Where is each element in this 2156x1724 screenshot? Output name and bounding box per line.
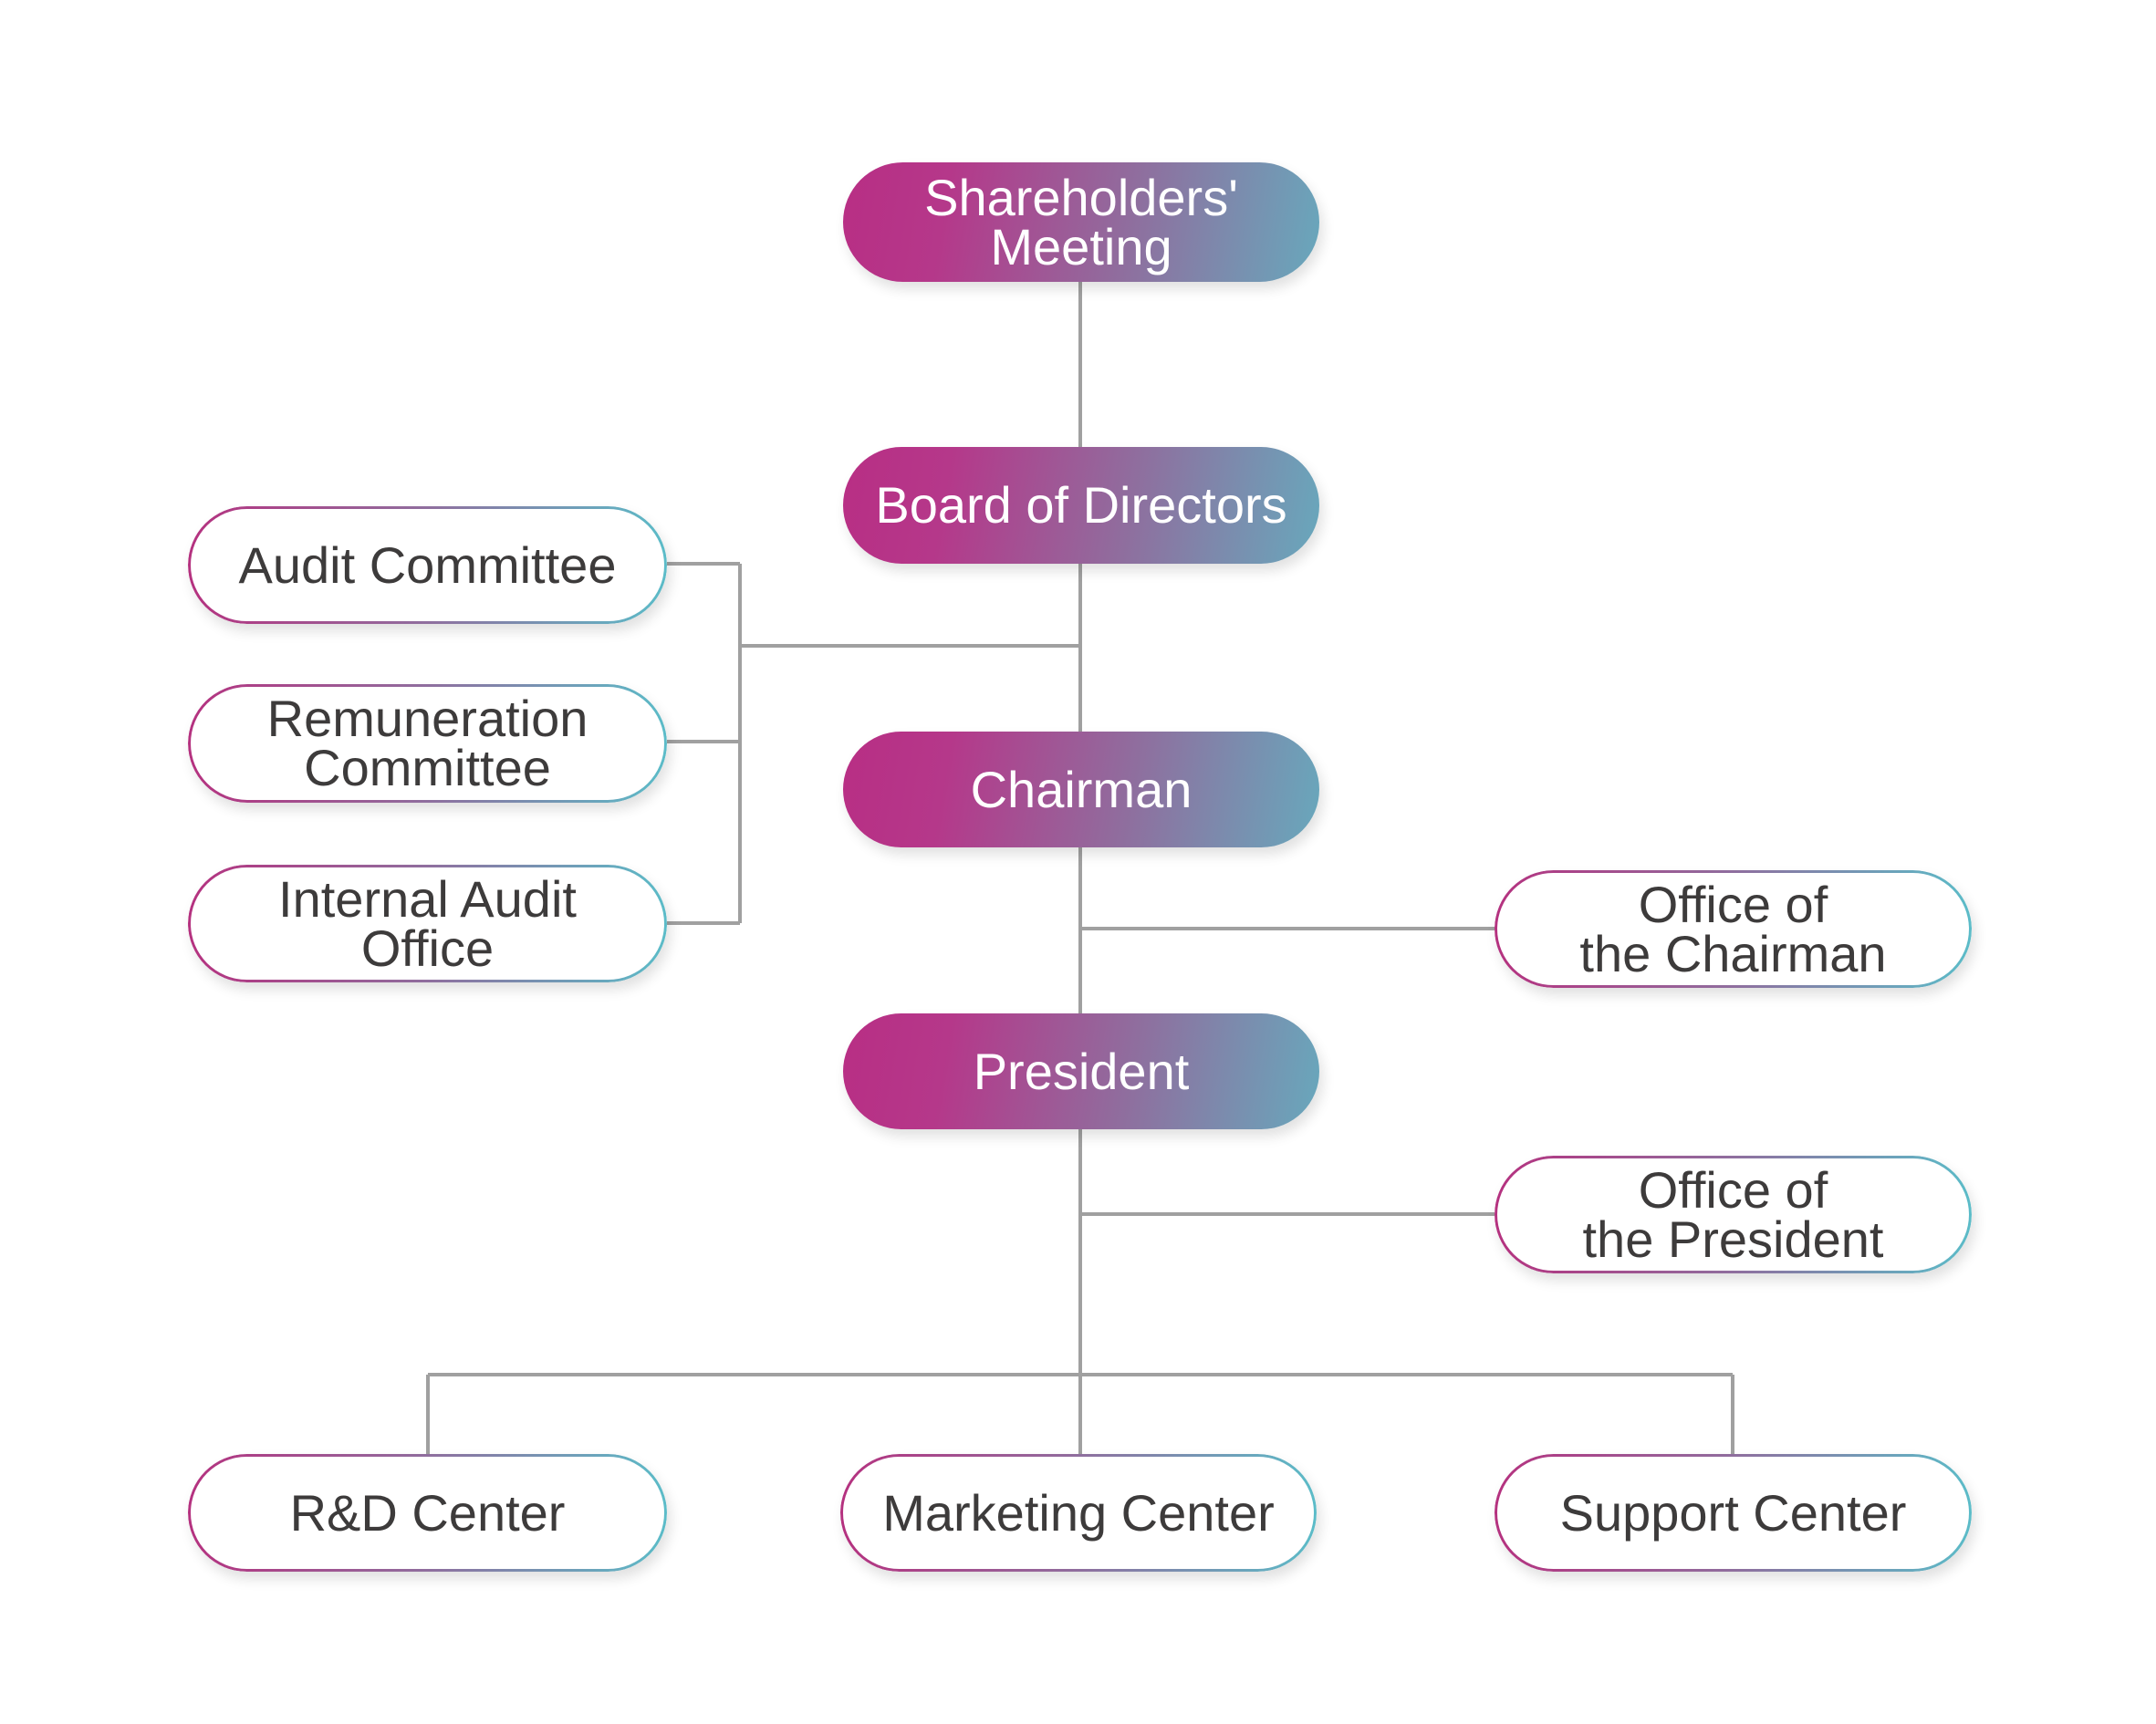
node-label: Internal Audit Office xyxy=(278,869,577,977)
node-board-of-directors: Board of Directors xyxy=(843,447,1319,564)
node-label: Chairman xyxy=(970,760,1193,818)
node-label: Marketing Center xyxy=(882,1483,1275,1542)
node-label: Office of the Chairman xyxy=(1579,875,1887,982)
node-president: President xyxy=(843,1013,1319,1129)
node-chairman: Chairman xyxy=(843,732,1319,847)
node-office-of-the-chairman: Office of the Chairman xyxy=(1495,870,1972,988)
node-internal-audit-office: Internal Audit Office xyxy=(188,865,667,982)
node-label: R&D Center xyxy=(289,1483,566,1542)
node-marketing-center: Marketing Center xyxy=(840,1454,1317,1572)
node-label: Support Center xyxy=(1559,1483,1907,1542)
node-support-center: Support Center xyxy=(1495,1454,1972,1572)
node-label: Shareholders' Meeting xyxy=(924,168,1238,275)
node-rd-center: R&D Center xyxy=(188,1454,667,1572)
node-label: Office of the President xyxy=(1582,1160,1884,1268)
node-label: Audit Committee xyxy=(238,535,617,594)
node-label: Remuneration Committee xyxy=(266,690,588,796)
node-label: Board of Directors xyxy=(875,476,1287,534)
node-shareholders-meeting: Shareholders' Meeting xyxy=(843,162,1319,282)
node-label: President xyxy=(973,1042,1190,1100)
node-audit-committee: Audit Committee xyxy=(188,506,667,624)
node-remuneration-committee: Remuneration Committee xyxy=(188,684,667,803)
node-office-of-the-president: Office of the President xyxy=(1495,1156,1972,1273)
